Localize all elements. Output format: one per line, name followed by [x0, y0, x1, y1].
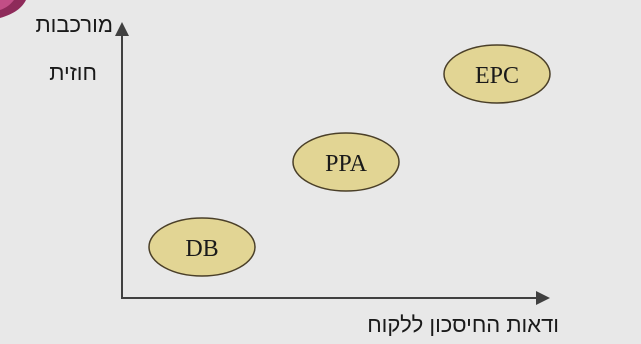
node-epc-label: EPC	[475, 63, 519, 89]
node-epc-ellipse	[443, 44, 551, 104]
corner-accent-highlight	[0, 0, 14, 10]
node-db-label: DB	[185, 236, 218, 262]
y-axis-label-line2: חוזית	[49, 60, 97, 85]
node-ppa: PPA	[292, 132, 400, 192]
node-ppa-label: PPA	[325, 151, 367, 177]
node-db: DB	[148, 217, 256, 277]
node-db-ellipse	[148, 217, 256, 277]
x-axis-label: ודאות החיסכון ללקוח	[367, 312, 559, 337]
y-axis-arrow	[115, 22, 129, 36]
node-ppa-ellipse	[292, 132, 400, 192]
y-axis-label-line1: מורכבות	[35, 12, 113, 37]
node-epc: EPC	[443, 44, 551, 104]
x-axis-arrow	[536, 291, 550, 305]
